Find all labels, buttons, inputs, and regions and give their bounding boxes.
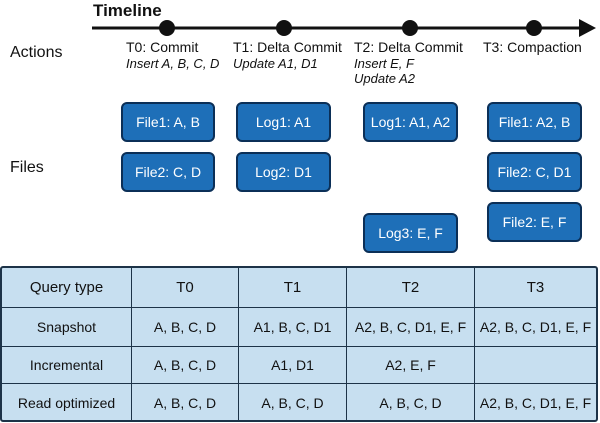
timeline-dot-t0 [159,20,175,36]
action-t2-name: T2: Delta Commit [354,39,463,55]
snapshot-t1: A1, B, C, D1 [239,308,347,347]
t0-file-box-2: File2: C, D [121,152,215,192]
t1-log-box-1: Log1: A1 [236,102,331,142]
t1-log-box-2: Log2: D1 [236,152,331,192]
incremental-t3 [475,347,596,384]
action-t1: T1: Delta Commit Update A1, D1 [233,39,363,71]
read-optimized-t2: A, B, C, D [347,384,475,422]
action-t3: T3: Compaction [483,39,600,56]
t2-log-box-3: Log3: E, F [363,213,458,253]
timeline-dot-t2 [402,20,418,36]
read-optimized-t1: A, B, C, D [239,384,347,422]
action-t2: T2: Delta Commit Insert E, F Update A2 [354,39,484,86]
timeline-dot-t1 [276,20,292,36]
snapshot-t0: A, B, C, D [132,308,239,347]
action-t0-desc: Insert A, B, C, D [126,56,220,71]
t3-file-box-2: File2: C, D1 [487,152,582,192]
snapshot-t3: A2, B, C, D1, E, F [475,308,596,347]
action-t3-name: T3: Compaction [483,39,582,55]
action-t1-name: T1: Delta Commit [233,39,342,55]
read-optimized-t3: A2, B, C, D1, E, F [479,395,592,411]
table-header-t0: T0 [132,268,239,308]
files-row-label: Files [10,159,44,176]
incremental-t0: A, B, C, D [132,347,239,384]
snapshot-t2: A2, B, C, D1, E, F [347,308,475,347]
table-header-t2: T2 [347,268,475,308]
timeline-axis [92,19,596,37]
actions-row-label: Actions [10,44,63,61]
incremental-t1: A1, D1 [239,347,347,384]
t3-file-box-1: File1: A2, B [487,102,582,142]
row-label-incremental: Incremental [2,347,132,384]
incremental-t2: A2, E, F [347,347,475,384]
timeline-arrowhead [579,19,596,37]
t3-file-box-3: File2: E, F [487,202,582,242]
table-header-query-type: Query type [2,268,132,308]
row-label-snapshot: Snapshot [2,308,132,347]
t0-file-box-1: File1: A, B [121,102,215,142]
read-optimized-t0: A, B, C, D [132,384,239,422]
query-type-table: Query type T0 T1 T2 T3 Snapshot A, B, C,… [0,266,598,422]
row-label-read-optimized: Read optimized [2,384,132,422]
action-t2-desc: Insert E, F Update A2 [354,56,415,86]
t2-log-box-1: Log1: A1, A2 [363,102,458,142]
action-t0-name: T0: Commit [126,39,199,55]
timeline-title: Timeline [93,1,162,20]
action-t1-desc: Update A1, D1 [233,56,318,71]
action-t0: T0: Commit Insert A, B, C, D [126,39,256,71]
table-header-t3: T3 [475,268,596,308]
table-header-t1: T1 [239,268,347,308]
timeline-dot-t3 [526,20,542,36]
